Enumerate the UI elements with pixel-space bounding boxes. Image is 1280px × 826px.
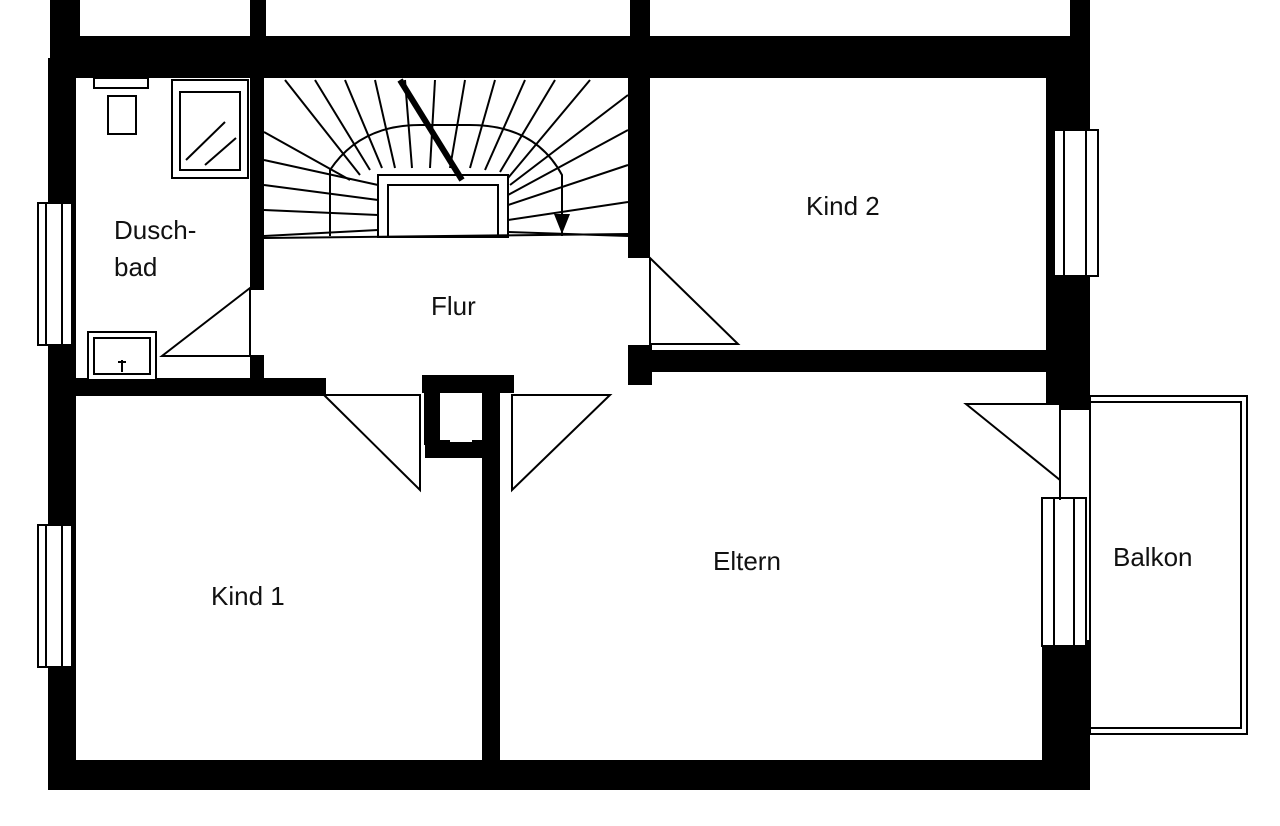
interior-walls <box>76 78 1046 760</box>
room-label-shower-bath: Dusch- bad <box>114 212 196 286</box>
upper-floor-fragment <box>50 0 1090 58</box>
balcony-outline <box>1089 395 1248 735</box>
room-label-kid1: Kind 1 <box>211 581 285 611</box>
windows <box>37 129 1099 668</box>
room-label-kid2: Kind 2 <box>806 191 880 221</box>
shower-bath-fixtures <box>87 77 249 381</box>
room-label-shower-bath-line1: Dusch- <box>114 215 197 245</box>
chimney <box>450 397 472 442</box>
room-label-balcony: Balkon <box>1113 542 1193 572</box>
door-swings <box>159 255 1061 500</box>
staircase <box>263 78 629 239</box>
room-label-hall: Flur <box>431 291 476 321</box>
room-label-parents: Eltern <box>713 546 781 576</box>
room-label-shower-bath-line2: bad <box>114 252 158 282</box>
